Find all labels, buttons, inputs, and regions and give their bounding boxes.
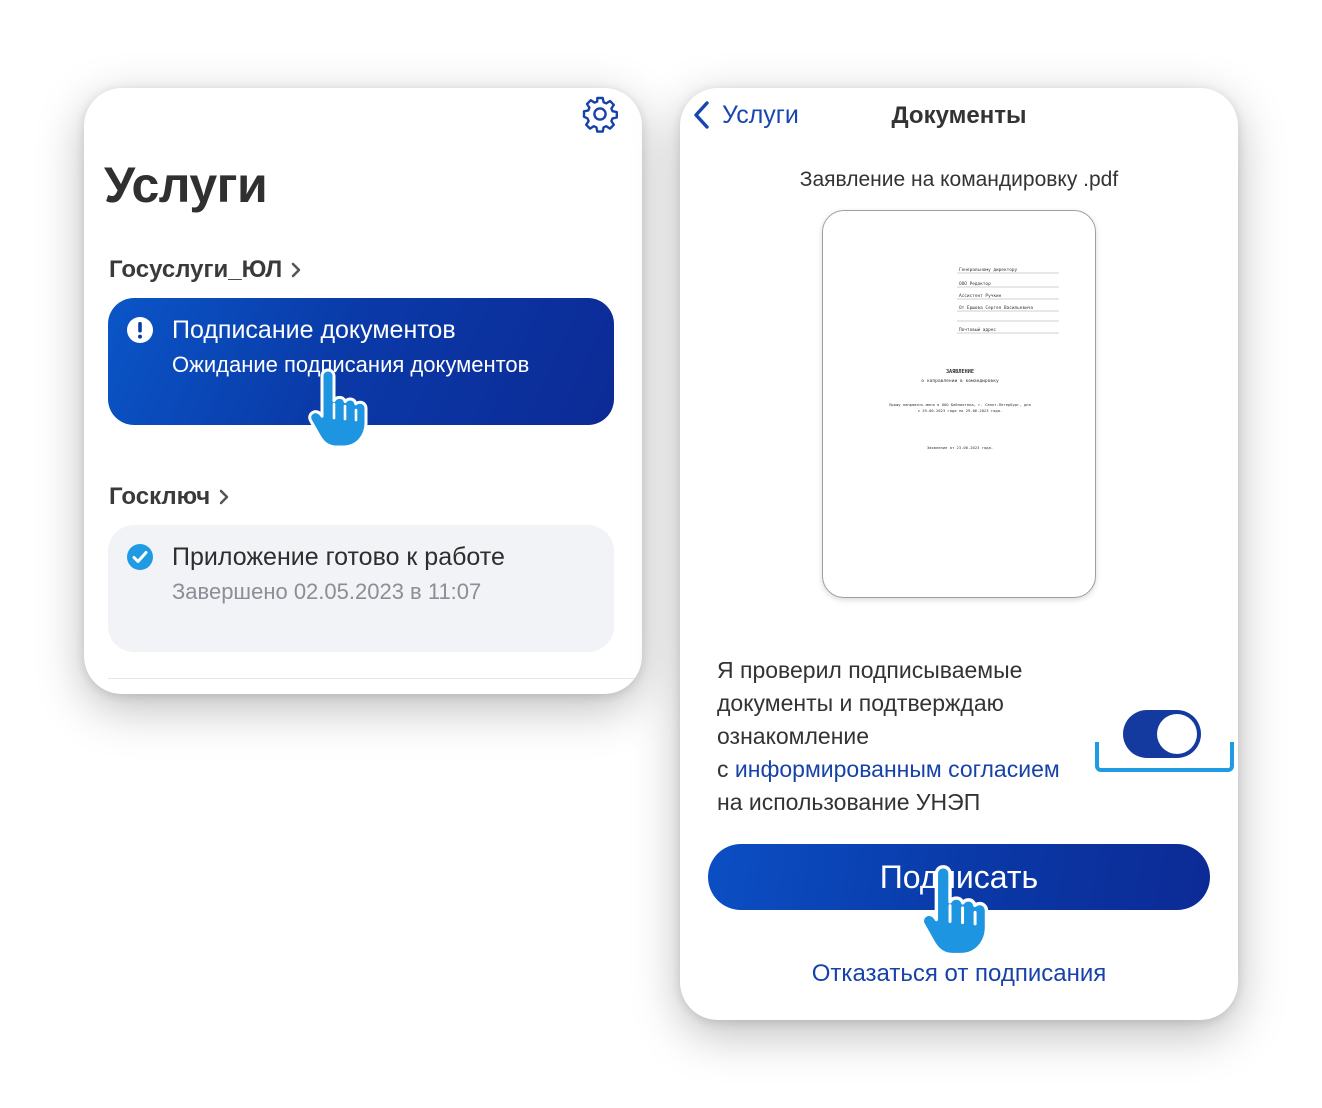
doc-header-line: Генеральному директору: [959, 267, 1018, 273]
page-title: Услуги: [104, 157, 268, 213]
doc-body-line: с 29.06.2023 года по 29.06.2023 года.: [918, 408, 1003, 413]
card-title: Подписание документов: [172, 316, 456, 344]
consent-toggle[interactable]: [1123, 710, 1201, 758]
refuse-signing-link[interactable]: Отказаться от подписания: [811, 960, 1107, 987]
doc-header-line: Ассистент Ручкин: [959, 293, 1002, 299]
consent-line: на использование УНЭП: [717, 789, 981, 815]
gear-icon[interactable]: [580, 94, 620, 134]
pointer-hand-icon: [308, 368, 368, 449]
section-gosuslugi-link[interactable]: Госуслуги_ЮЛ: [109, 256, 302, 284]
card-title: Приложение готово к работе: [172, 543, 505, 571]
toggle-knob: [1157, 714, 1197, 754]
documents-screen: Услуги Документы Заявление на командиров…: [680, 88, 1238, 1020]
chevron-left-icon: [694, 101, 709, 129]
consent-line: документы и подтверждаю: [717, 690, 1004, 716]
consent-line: ознакомление: [717, 723, 870, 749]
doc-body-line: Прошу направить меня в ООО Библиотека, г…: [889, 402, 1031, 407]
divider: [108, 678, 642, 679]
services-screen: Услуги Госуслуги_ЮЛ Подписание документо…: [84, 88, 642, 694]
section-label: Госуслуги_ЮЛ: [109, 256, 283, 283]
doc-title: ЗАЯВЛЕНИЕ: [946, 369, 974, 375]
doc-header-line: От Ершова Сергея Васильевича: [959, 305, 1033, 311]
signing-request-card[interactable]: Подписание документов Ожидание подписани…: [108, 298, 614, 425]
doc-date-line: Заявление от 23.06.2023 года.: [927, 445, 993, 450]
document-page: Генеральному директору ООО Редактор Асси…: [889, 267, 1059, 450]
section-goskluch-link[interactable]: Госключ: [109, 483, 230, 511]
pointer-hand-icon: [920, 865, 989, 957]
doc-header-line: ООО Редактор: [959, 281, 991, 287]
file-name: Заявление на командировку .pdf: [799, 168, 1119, 191]
chevron-right-icon: [292, 262, 301, 278]
card-subtitle: Ожидание подписания документов: [172, 352, 530, 377]
consent-line-with-link: с информированным согласием: [717, 753, 1117, 786]
card-subtitle: Завершено 02.05.2023 в 11:07: [172, 579, 482, 604]
back-button[interactable]: Услуги: [692, 100, 799, 130]
app-ready-card[interactable]: Приложение готово к работе Завершено 02.…: [108, 525, 614, 652]
consent-prefix: с: [717, 756, 735, 782]
consent-text: Я проверил подписываемые документы и под…: [717, 654, 1117, 819]
section-label: Госключ: [109, 483, 211, 510]
doc-subtitle: о направлении в командировку: [921, 379, 999, 384]
back-label: Услуги: [722, 100, 799, 129]
chevron-right-icon: [219, 489, 229, 505]
alert-circle-icon: [127, 317, 153, 343]
toggle-highlight-marker: [1095, 742, 1234, 772]
check-circle-icon: [127, 544, 153, 570]
consent-line: Я проверил подписываемые: [717, 657, 1023, 683]
informed-consent-link[interactable]: информированным согласием: [734, 756, 1060, 782]
doc-header-line: Почтовый адрес: [959, 327, 996, 333]
document-preview[interactable]: Генеральному директору ООО Редактор Асси…: [822, 210, 1096, 598]
screen-title: Документы: [891, 102, 1027, 129]
